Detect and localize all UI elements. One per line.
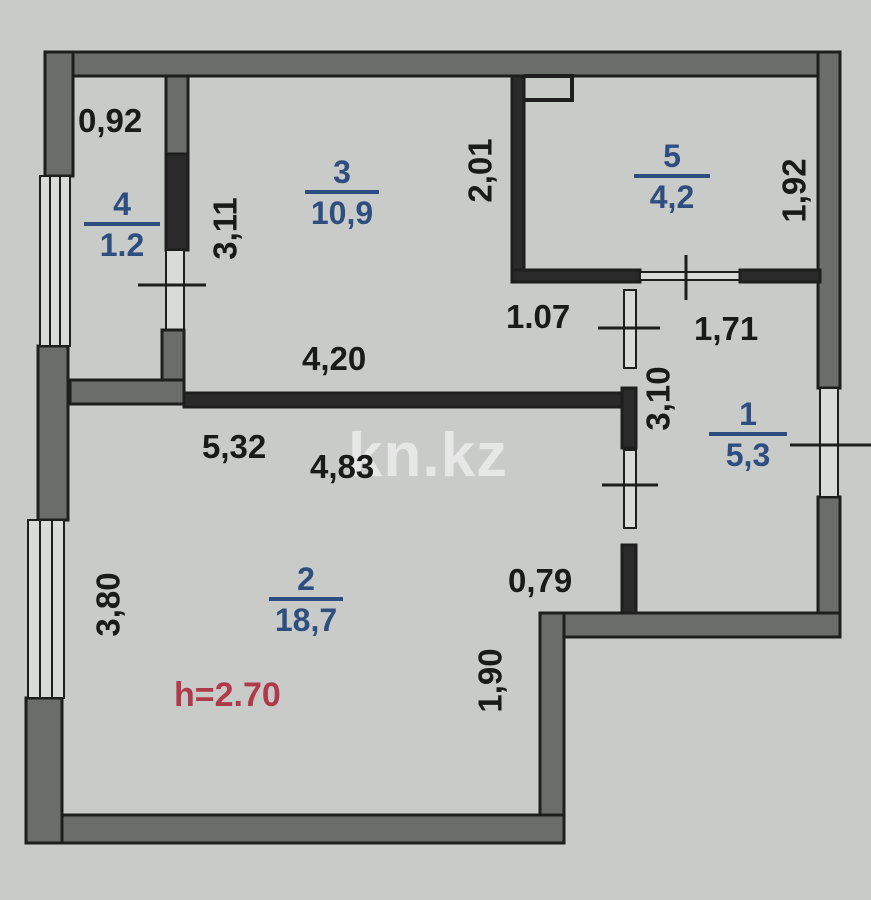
room-label-1: 1 5,3 [706,398,790,471]
room-area: 4,2 [649,179,695,215]
room-area: 18,7 [274,602,338,638]
room-label-5: 5 4,2 [630,140,714,213]
dimension-label: 1,71 [694,310,759,347]
dimension-label: 3,80 [89,572,127,637]
window-right [819,387,839,498]
dimension-label: 1.07 [506,298,571,335]
room-number: 3 [333,154,351,190]
dimension-label: 1,92 [775,158,813,223]
room-area: 10,9 [310,195,374,231]
window-left-lower [27,519,65,699]
dimension-label: 1,90 [471,648,509,713]
room-number: 4 [113,186,131,222]
dimension-label: 2,01 [461,138,499,203]
dimension-label: 3,11 [206,197,244,260]
door-markers [138,255,871,487]
exterior-walls [24,50,842,845]
watermark: kn.kz [348,421,509,490]
room-label-4: 4 1.2 [82,188,162,261]
room-area: 5,3 [725,437,771,473]
dimension-label: 0,79 [508,562,573,599]
room-area: 1.2 [99,227,145,263]
dimension-label: 5,32 [202,428,267,465]
ceiling-height-label: h=2.70 [174,676,281,714]
window-left-upper [39,175,71,347]
room-number: 2 [297,561,315,597]
windows [27,175,839,699]
interior-walls [68,74,822,615]
dimension-label: 4,20 [302,340,367,377]
dimension-label: 3,10 [639,366,677,431]
room-number: 5 [663,138,681,174]
room-label-2: 2 18,7 [266,563,346,636]
dimension-label: 0,92 [78,102,143,139]
room-number: 1 [739,396,757,432]
dimension-label: 4,83 [310,448,375,485]
room-label-3: 3 10,9 [300,156,384,229]
